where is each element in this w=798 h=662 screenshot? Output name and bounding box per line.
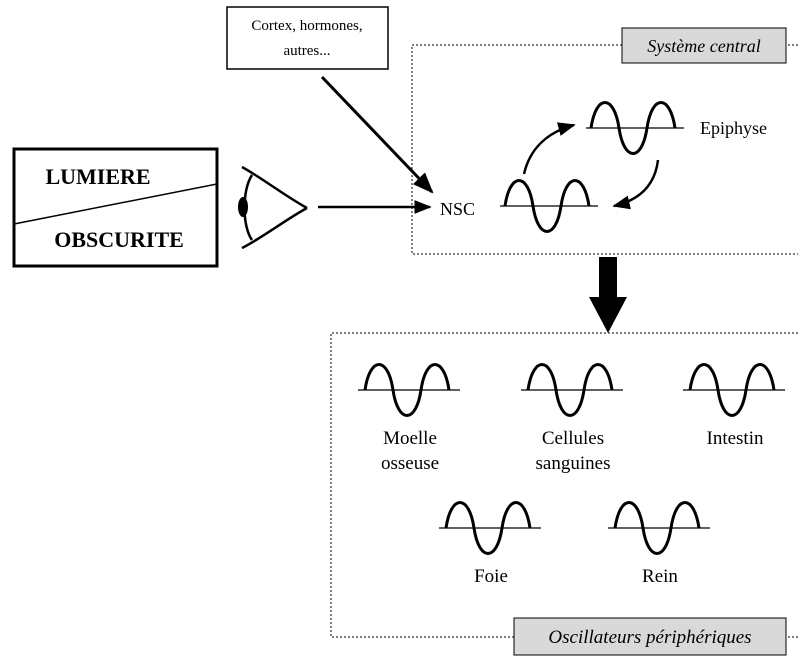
- sine-wave-icon: [439, 501, 541, 555]
- organ-oscillators: Moelle osseuse Cellules sanguines IntestinFo…: [358, 363, 785, 587]
- light-label: LUMIERE: [45, 164, 150, 189]
- sine-wave-icon: [608, 501, 710, 555]
- organ-label: Foie: [474, 566, 508, 587]
- sine-wave-icon: [358, 363, 460, 417]
- peripheral-title: Oscillateurs périphériques: [548, 627, 751, 648]
- organ-label-line-2: sanguines: [536, 453, 611, 474]
- sine-wave-icon: [586, 101, 684, 155]
- epiphyse-to-nsc-arrow: [612, 159, 660, 210]
- central-title-box: Système central: [621, 27, 787, 64]
- inputs-to-nsc-arrow: [320, 75, 434, 194]
- peripheral-title-box: Oscillateurs périphériques: [513, 617, 787, 656]
- organ-label: Moelle: [383, 428, 437, 449]
- nsc-to-epiphyse-arrow: [522, 122, 576, 175]
- light-dark-box: LUMIERE OBSCURITE: [12, 147, 219, 268]
- inputs-box: Cortex, hormones, autres...: [226, 6, 389, 70]
- central-title: Système central: [647, 36, 760, 56]
- organ-label: Intestin: [707, 428, 764, 449]
- peripheral-region-border: [330, 332, 798, 638]
- eye-icon: [238, 165, 308, 250]
- epiphyse-label: Epiphyse: [700, 118, 767, 138]
- sine-wave-icon: [683, 363, 785, 417]
- dark-label: OBSCURITE: [54, 227, 184, 252]
- organ-label: Cellules: [542, 428, 604, 449]
- sine-wave-icon: [500, 179, 598, 233]
- sine-wave-icon: [521, 363, 623, 417]
- central-to-peripheral-arrow: [589, 257, 627, 333]
- inputs-line-1: Cortex, hormones,: [251, 18, 362, 34]
- organ-label-line-2: osseuse: [381, 453, 439, 474]
- organ-label: Rein: [642, 566, 678, 587]
- inputs-line-2: autres...: [283, 43, 330, 59]
- central-region-border: [411, 44, 798, 255]
- nsc-label: NSC: [440, 199, 475, 219]
